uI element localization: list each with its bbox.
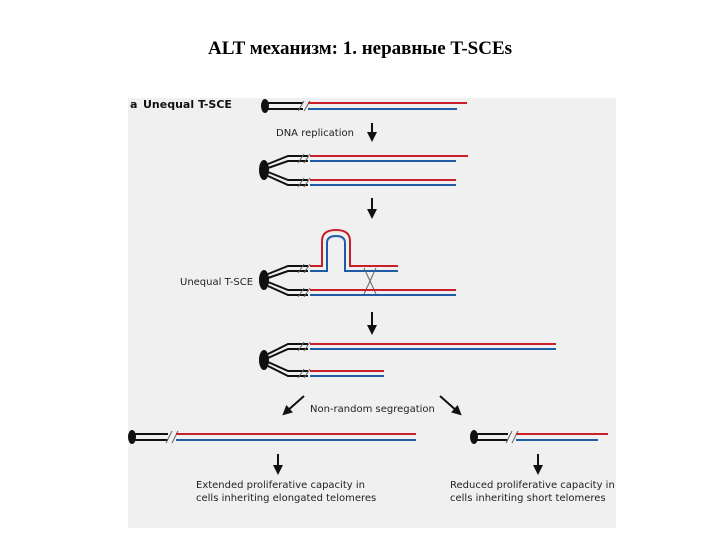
row-unequal-exchange (259, 228, 456, 298)
outcome-right-line1: Reduced proliferative capacity in (450, 480, 615, 491)
label-dna-replication: DNA replication (276, 128, 354, 139)
centromere-knob (261, 99, 269, 113)
centromere-knob (128, 430, 136, 444)
arrow-segregation-left (282, 395, 305, 416)
daughter-chromatid-short (470, 430, 608, 444)
strand-loop-red (310, 228, 398, 267)
panel-title: Unequal T-SCE (143, 98, 232, 111)
label-unequal-tsce: Unequal T-SCE (180, 277, 253, 288)
centromere-knob (470, 430, 478, 444)
row-initial-chromatid (261, 99, 467, 113)
outcome-left-line1: Extended proliferative capacity in (196, 480, 365, 491)
row-sister-chromatids (259, 153, 468, 188)
telomere-sce-diagram: a Unequal T-SCE DNA replication (128, 98, 616, 528)
panel-letter: a (130, 98, 137, 111)
centromere-knob (259, 160, 269, 180)
label-segregation: Non-random segregation (310, 404, 435, 415)
centromere-knob (259, 270, 269, 290)
row-exchange-result (259, 341, 556, 379)
centromere-knob (259, 350, 269, 370)
outcome-left-line2: cells inheriting elongated telomeres (196, 493, 376, 504)
arrow-segregation-right (439, 395, 462, 416)
strand-loop-blue (310, 234, 398, 272)
daughter-chromatid-long (128, 430, 416, 444)
slide-title: ALT механизм: 1. неравные T-SCEs (207, 38, 513, 59)
outcome-right-line2: cells inheriting short telomeres (450, 493, 606, 504)
diagram-canvas: a Unequal T-SCE DNA replication (128, 98, 615, 504)
